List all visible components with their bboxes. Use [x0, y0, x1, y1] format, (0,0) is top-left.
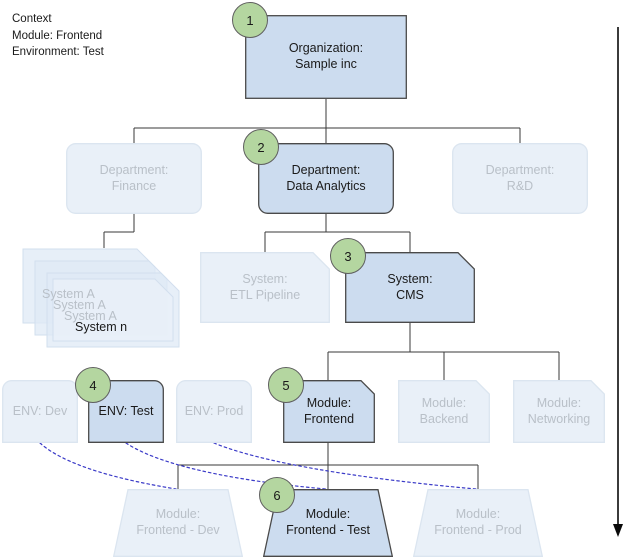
- node-module-frontend-prod[interactable]: Module: Frontend - Prod: [413, 489, 543, 557]
- node-label: Department: Data Analytics: [286, 162, 366, 193]
- badge-label: 4: [89, 377, 97, 393]
- edge-dashed-prod: [213, 442, 477, 490]
- badge-label: 1: [246, 12, 254, 28]
- badge-6[interactable]: 6: [259, 477, 295, 513]
- node-label: Module: Frontend - Test: [286, 507, 370, 537]
- badge-label: 3: [344, 248, 352, 264]
- stack-layer-4: [52, 278, 174, 342]
- cut-corner-shape: [513, 380, 605, 443]
- context-block: Context Module: Frontend Environment: Te…: [12, 13, 104, 59]
- rounded-rect-shape: [452, 143, 588, 214]
- node-system-cms[interactable]: System: CMS: [345, 252, 475, 323]
- badge-5[interactable]: 5: [268, 367, 304, 403]
- node-label: Module: Networking: [527, 395, 591, 426]
- node-env-test[interactable]: ENV: Test: [88, 380, 164, 443]
- badge-label: 6: [273, 487, 281, 503]
- badge-1[interactable]: 1: [232, 2, 268, 38]
- node-label: System: ETL Pipeline: [229, 271, 301, 302]
- node-department-data-analytics[interactable]: Department: Data Analytics: [258, 143, 394, 214]
- rect-shape: [245, 15, 407, 99]
- rounded-rect-shape: [66, 143, 202, 214]
- node-label: Department: Finance: [99, 162, 169, 193]
- node-label: Module: Backend: [419, 395, 469, 426]
- cut-corner-shape: [345, 252, 475, 323]
- edge-dashed-dev: [39, 442, 177, 490]
- stack-label-4: System n: [75, 320, 128, 334]
- node-department-rnd[interactable]: Department: R&D: [452, 143, 588, 214]
- node-module-frontend[interactable]: Module: Frontend: [283, 380, 375, 443]
- stack-label-3: System A: [64, 309, 117, 323]
- cut-corner-shape: [283, 380, 375, 443]
- node-module-backend[interactable]: Module: Backend: [398, 380, 490, 443]
- trapezoid-shape: [413, 489, 543, 557]
- stack-label-2: System A: [53, 298, 106, 312]
- node-env-prod[interactable]: ENV: Prod: [176, 380, 252, 443]
- badge-label: 5: [282, 377, 290, 393]
- node-label: Module: Frontend - Prod: [434, 507, 522, 537]
- edge-dashed-test: [125, 442, 327, 490]
- badge-label: 2: [257, 139, 265, 155]
- stack-label-1: System A: [42, 287, 95, 301]
- badge-4[interactable]: 4: [75, 367, 111, 403]
- node-label: Department: R&D: [485, 162, 555, 193]
- trapezoid-shape: [263, 489, 393, 557]
- node-label: System: CMS: [387, 271, 433, 302]
- node-label: ENV: Test: [98, 403, 154, 418]
- stack-shapes: [22, 248, 180, 348]
- node-env-dev[interactable]: ENV: Dev: [2, 380, 78, 443]
- node-organization-sample-inc[interactable]: Organization: Sample inc: [245, 15, 407, 99]
- node-module-networking[interactable]: Module: Networking: [513, 380, 605, 443]
- node-module-frontend-test[interactable]: Module: Frontend - Test: [263, 489, 393, 557]
- node-label: ENV: Dev: [12, 403, 68, 418]
- flow-direction-arrow: [613, 27, 623, 537]
- node-system-stack[interactable]: System A System A System A System n: [22, 248, 182, 348]
- node-label: Module: Frontend - Dev: [136, 507, 220, 537]
- node-department-finance[interactable]: Department: Finance: [66, 143, 202, 214]
- node-label: Organization: Sample inc: [288, 41, 364, 71]
- cut-corner-shape: [398, 380, 490, 443]
- node-label: ENV: Prod: [184, 403, 244, 418]
- top-rounded-shape: [176, 380, 252, 443]
- badge-2[interactable]: 2: [243, 129, 279, 165]
- badge-3[interactable]: 3: [330, 238, 366, 274]
- cut-corner-shape: [200, 252, 330, 323]
- trapezoid-shape: [113, 489, 243, 557]
- node-label: Module: Frontend: [303, 395, 355, 426]
- node-module-frontend-dev[interactable]: Module: Frontend - Dev: [113, 489, 243, 557]
- node-system-etl-pipeline[interactable]: System: ETL Pipeline: [200, 252, 330, 323]
- rounded-rect-shape: [258, 143, 394, 214]
